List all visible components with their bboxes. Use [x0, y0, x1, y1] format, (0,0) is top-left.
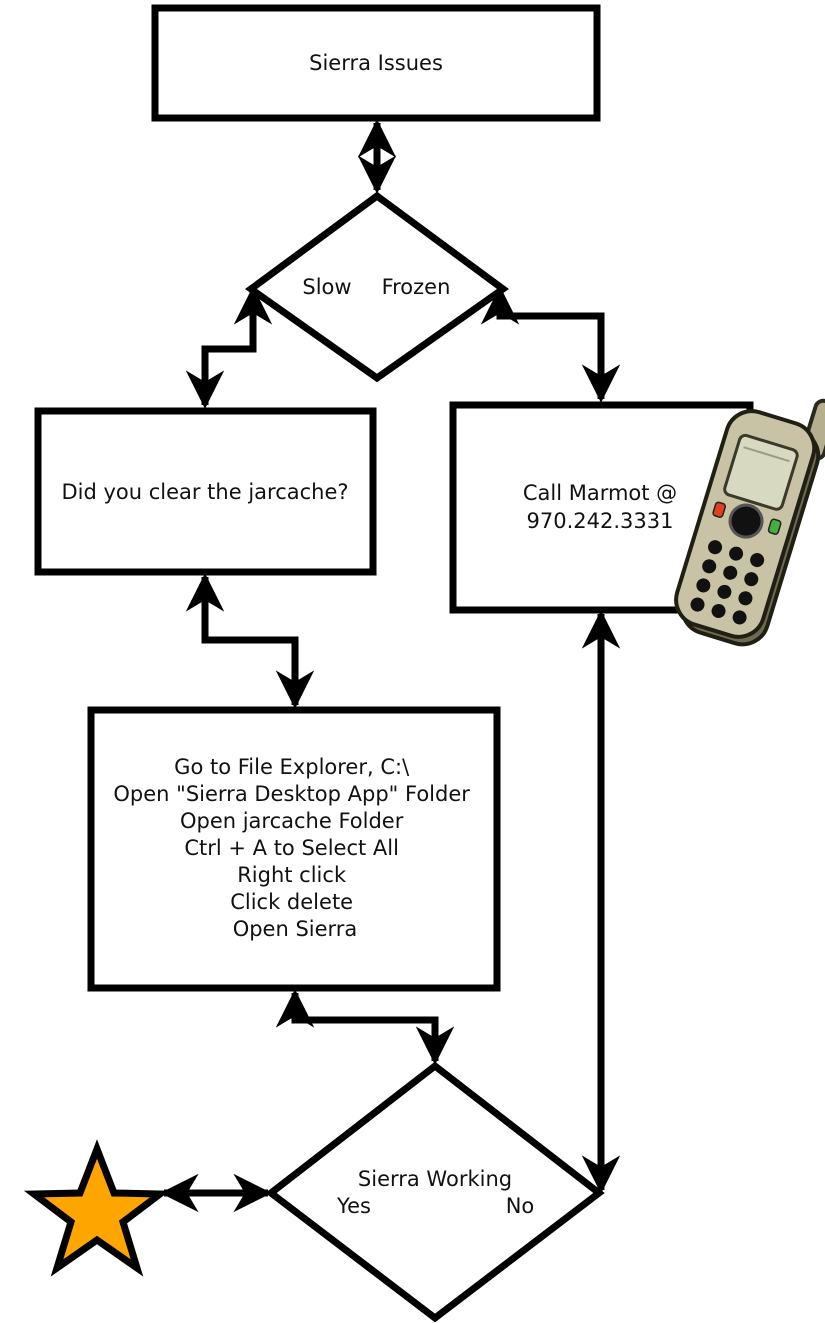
- node-box: [34, 407, 377, 576]
- step-line: Right click: [237, 863, 347, 887]
- node-steps: Go to File Explorer, C:\ Open "Sierra De…: [87, 706, 501, 992]
- node-box: [151, 4, 601, 122]
- decision-label-no: No: [506, 1194, 535, 1218]
- decision-diamond: [265, 1061, 605, 1323]
- node-call-marmot: Call Marmot @ 970.242.3331: [449, 401, 754, 614]
- connector-steps-to-working: [275, 989, 455, 1065]
- node-label-line1: Call Marmot @: [523, 481, 677, 505]
- step-line: Open Sierra: [233, 917, 358, 941]
- decision-label-frozen: Frozen: [382, 275, 451, 299]
- step-line: Go to File Explorer, C:\: [174, 755, 410, 779]
- mobile-phone-icon: [674, 398, 825, 647]
- connector-jarcache-to-steps: [185, 573, 315, 709]
- node-box: [87, 706, 501, 992]
- step-line: Ctrl + A to Select All: [184, 836, 399, 860]
- node-sierra-issues: Sierra Issues: [151, 4, 601, 122]
- decision-diamond: [245, 191, 509, 383]
- decision-label-slow: Slow: [302, 275, 351, 299]
- decision-slow-frozen: Slow Frozen: [245, 191, 509, 383]
- connector-frozen-to-call: [480, 286, 621, 403]
- decision-label-yes: Yes: [336, 1194, 371, 1218]
- connector-slow-to-jarcache: [185, 286, 273, 409]
- node-label: Did you clear the jarcache?: [61, 480, 348, 504]
- node-label: Sierra Issues: [309, 51, 443, 75]
- connectors: [160, 119, 621, 1213]
- step-line: Open jarcache Folder: [180, 809, 404, 833]
- decision-title: Sierra Working: [358, 1167, 512, 1191]
- step-line: Click delete: [230, 890, 353, 914]
- phone-number: 970.242.3331: [527, 509, 674, 533]
- step-line: Open "Sierra Desktop App" Folder: [113, 782, 470, 806]
- node-jarcache-question: Did you clear the jarcache?: [34, 407, 377, 576]
- steps-text: Go to File Explorer, C:\ Open "Sierra De…: [113, 755, 476, 941]
- star-icon: [23, 1139, 171, 1277]
- decision-sierra-working: Sierra Working Yes No: [265, 1061, 605, 1323]
